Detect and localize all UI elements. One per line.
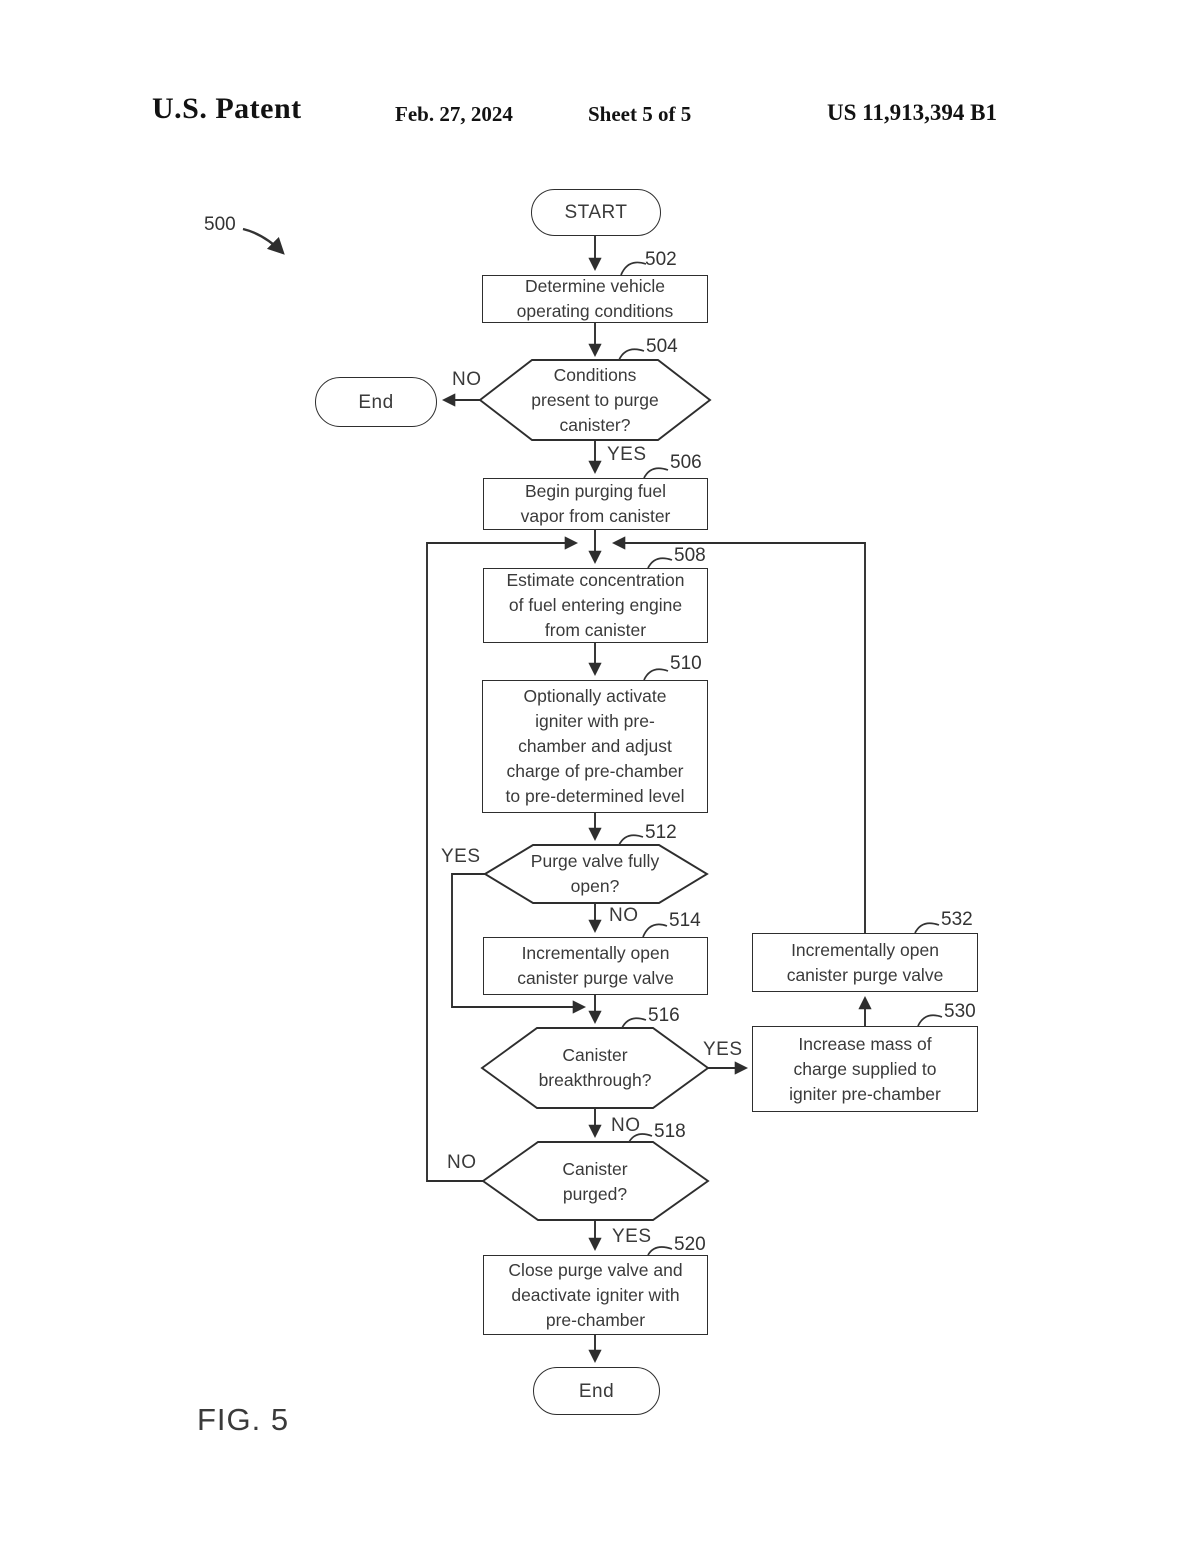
step-510-label: Optionally activate igniter with pre- ch… bbox=[505, 686, 685, 806]
ref-530: 530 bbox=[944, 1001, 976, 1022]
step-532-box: Incrementally open canister purge valve bbox=[752, 933, 978, 992]
step-508-box: Estimate concentration of fuel entering … bbox=[483, 568, 708, 643]
step-530-box: Increase mass of charge supplied to igni… bbox=[752, 1026, 978, 1112]
step-510-box: Optionally activate igniter with pre- ch… bbox=[482, 680, 708, 813]
step-520-box: Close purge valve and deactivate igniter… bbox=[483, 1255, 708, 1335]
ref-502: 502 bbox=[645, 249, 677, 270]
leader-530 bbox=[917, 1014, 943, 1027]
end-node-bottom: End bbox=[533, 1367, 660, 1415]
figure-caption: FIG. 5 bbox=[197, 1402, 290, 1437]
step-506-label: Begin purging fuel vapor from canister bbox=[520, 481, 671, 526]
ref-508: 508 bbox=[674, 545, 706, 566]
ref-512: 512 bbox=[645, 822, 677, 843]
patent-header-number: US 11,913,394 B1 bbox=[827, 100, 997, 125]
edge-label-512-yes: YES bbox=[441, 846, 481, 867]
edge-512-loop-yes bbox=[451, 873, 586, 1014]
decision-516: Canister breakthrough? bbox=[500, 1030, 690, 1106]
decision-512: Purge valve fully open? bbox=[500, 846, 690, 902]
leader-516 bbox=[621, 1017, 647, 1029]
ref-520: 520 bbox=[674, 1234, 706, 1255]
edge-label-518-no: NO bbox=[447, 1152, 477, 1173]
start-label: START bbox=[564, 202, 628, 223]
leader-520 bbox=[647, 1246, 673, 1256]
step-508-label: Estimate concentration of fuel entering … bbox=[506, 570, 685, 640]
decision-504-shape bbox=[478, 359, 712, 441]
leader-514 bbox=[642, 923, 668, 938]
patent-header-date: Feb. 27, 2024 bbox=[395, 102, 513, 126]
decision-516-shape bbox=[480, 1027, 710, 1109]
end-bottom-label: End bbox=[578, 1380, 615, 1402]
leader-506 bbox=[643, 467, 669, 479]
leader-512 bbox=[618, 834, 644, 846]
edge-label-504-no: NO bbox=[452, 369, 482, 390]
leader-532 bbox=[914, 922, 940, 934]
decision-516-label: Canister breakthrough? bbox=[538, 1045, 652, 1090]
ref-532: 532 bbox=[941, 909, 973, 930]
diagram-ref-arrow bbox=[242, 227, 285, 255]
ref-518: 518 bbox=[654, 1121, 686, 1142]
end-top-label: End bbox=[358, 391, 394, 413]
leader-504 bbox=[618, 348, 645, 361]
leader-502 bbox=[620, 261, 647, 276]
ref-506: 506 bbox=[670, 452, 702, 473]
leader-518 bbox=[628, 1133, 653, 1143]
decision-518: Canister purged? bbox=[500, 1144, 690, 1220]
edge-label-512-no: NO bbox=[609, 905, 639, 926]
edge-label-516-no: NO bbox=[611, 1115, 641, 1136]
decision-504: Conditions present to purge canister? bbox=[500, 362, 690, 438]
decision-512-shape bbox=[483, 844, 709, 904]
end-node-top: End bbox=[315, 377, 437, 427]
patent-header-sheet: Sheet 5 of 5 bbox=[588, 102, 692, 126]
edge-label-518-yes: YES bbox=[612, 1226, 652, 1247]
edge-518-loop-no bbox=[426, 536, 578, 1182]
start-node: START bbox=[531, 189, 661, 236]
ref-510: 510 bbox=[670, 653, 702, 674]
decision-512-label: Purge valve fully open? bbox=[530, 851, 660, 896]
patent-header-title: U.S. Patent bbox=[152, 92, 302, 125]
decision-518-shape bbox=[481, 1141, 710, 1221]
diagram-ref-500: 500 bbox=[204, 214, 236, 235]
step-514-label: Incrementally open canister purge valve bbox=[517, 943, 674, 988]
decision-518-label: Canister purged? bbox=[562, 1159, 628, 1204]
step-514-box: Incrementally open canister purge valve bbox=[483, 937, 708, 995]
step-502-label: Determine vehicle operating conditions bbox=[516, 276, 674, 321]
edge-532-return bbox=[612, 536, 866, 933]
edge-label-504-yes: YES bbox=[607, 444, 647, 465]
ref-504: 504 bbox=[646, 336, 678, 357]
ref-516: 516 bbox=[648, 1005, 680, 1026]
edge-label-516-yes: YES bbox=[703, 1039, 743, 1060]
ref-514: 514 bbox=[669, 910, 701, 931]
step-502-box: Determine vehicle operating conditions bbox=[482, 275, 708, 323]
step-520-label: Close purge valve and deactivate igniter… bbox=[508, 1259, 683, 1330]
step-530-label: Increase mass of charge supplied to igni… bbox=[789, 1033, 941, 1104]
decision-504-label: Conditions present to purge canister? bbox=[531, 364, 659, 435]
leader-508 bbox=[647, 557, 673, 569]
leader-510 bbox=[643, 668, 669, 681]
step-532-label: Incrementally open canister purge valve bbox=[786, 939, 944, 985]
step-506-box: Begin purging fuel vapor from canister bbox=[483, 478, 708, 530]
